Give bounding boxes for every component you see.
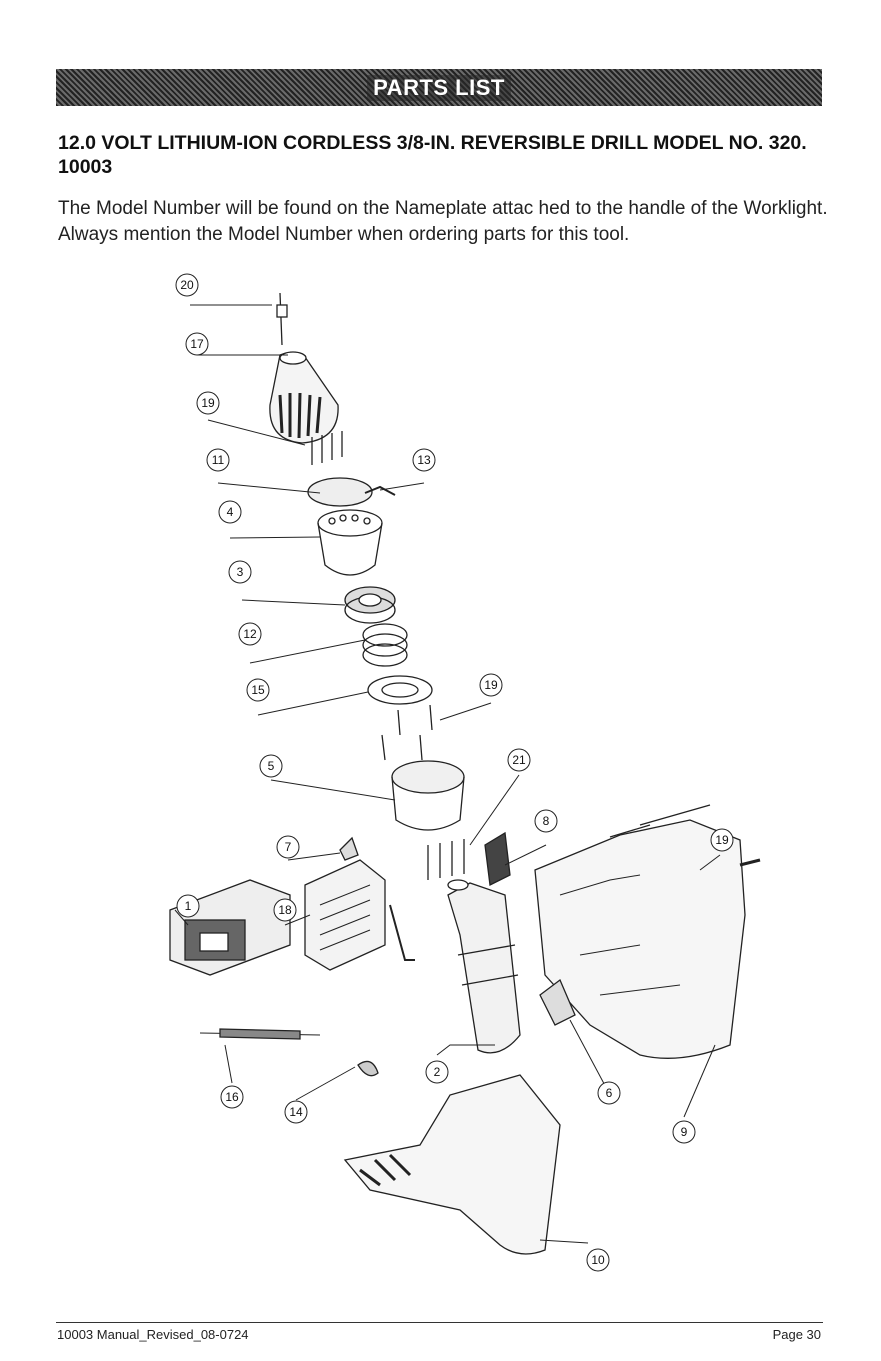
switch-part (484, 831, 511, 886)
callout-1: 1 (176, 894, 200, 918)
svg-text:7: 7 (285, 840, 292, 854)
exploded-parts-diagram: 20 17 19 11 13 4 3 12 15 19 5 21 8 19 7 … (169, 273, 761, 1272)
screws-part (381, 704, 433, 761)
pins-part (427, 839, 465, 880)
intro-text: The Model Number will be found on the Na… (58, 198, 828, 245)
spring-part (362, 623, 408, 667)
svg-text:14: 14 (289, 1105, 303, 1119)
svg-text:11: 11 (212, 453, 225, 467)
callout-7: 7 (276, 835, 300, 859)
trigger-part (539, 978, 576, 1026)
svg-text:20: 20 (180, 278, 194, 292)
callout-21: 21 (507, 748, 531, 772)
clutch-plate-part (307, 477, 373, 507)
spring-clip-part (364, 485, 396, 496)
callout-11: 11 (206, 448, 230, 472)
callout-5: 5 (259, 754, 283, 778)
screws-part (311, 431, 343, 465)
callout-2: 2 (425, 1060, 449, 1084)
washer-part (367, 675, 433, 705)
svg-text:15: 15 (251, 683, 265, 697)
clutch-ring-part (317, 509, 383, 576)
callout-13: 13 (412, 448, 436, 472)
housing-half-part (534, 819, 761, 1059)
callout-6: 6 (597, 1081, 621, 1105)
callout-19: 19 (196, 391, 220, 415)
ring-nut-part (344, 586, 396, 624)
callout-16: 16 (220, 1085, 244, 1109)
svg-text:18: 18 (278, 903, 292, 917)
svg-text:5: 5 (268, 759, 275, 773)
callout-19: 19 (479, 673, 503, 697)
callout-20: 20 (175, 273, 199, 297)
footer-document-id: 10003 Manual_Revised_08-0724 (57, 1327, 249, 1342)
svg-text:13: 13 (417, 453, 431, 467)
page-number: Page 30 (772, 1327, 821, 1342)
svg-text:9: 9 (681, 1125, 688, 1139)
belt-clip-part (357, 1060, 379, 1077)
callout-19: 19 (710, 828, 734, 852)
callout-9: 9 (672, 1120, 696, 1144)
parts-list-banner: PARTS LIST (56, 69, 822, 106)
model-title: 12.0 VOLT LITHIUM-ION CORDLESS 3/8-IN. R… (58, 132, 807, 178)
callout-14: 14 (284, 1100, 308, 1124)
svg-text:16: 16 (225, 1090, 239, 1104)
svg-text:3: 3 (237, 565, 244, 579)
svg-text:4: 4 (227, 505, 234, 519)
svg-text:19: 19 (484, 678, 498, 692)
banner-title: PARTS LIST (367, 74, 511, 101)
svg-text:2: 2 (434, 1065, 441, 1079)
button-part (339, 836, 359, 861)
screw-part (276, 292, 288, 346)
callout-15: 15 (246, 678, 270, 702)
gearbox-housing-part (391, 760, 465, 831)
motor-part (447, 879, 521, 1054)
housing-half-part (343, 1074, 561, 1255)
svg-text:10: 10 (591, 1253, 605, 1267)
footer-divider (56, 1322, 823, 1323)
callout-4: 4 (218, 500, 242, 524)
svg-text:6: 6 (606, 1086, 613, 1100)
callout-18: 18 (273, 898, 297, 922)
battery-part (169, 879, 291, 976)
switch-assembly-part (304, 859, 415, 971)
callout-10: 10 (586, 1248, 610, 1272)
svg-text:8: 8 (543, 814, 550, 828)
bit-part (199, 1028, 321, 1040)
svg-text:21: 21 (512, 753, 526, 767)
svg-text:19: 19 (715, 833, 729, 847)
svg-text:1: 1 (185, 899, 192, 913)
callout-17: 17 (185, 332, 209, 356)
callout-8: 8 (534, 809, 558, 833)
callout-3: 3 (228, 560, 252, 584)
svg-text:17: 17 (190, 337, 204, 351)
chuck-part (269, 351, 339, 444)
svg-text:12: 12 (243, 627, 257, 641)
callout-12: 12 (238, 622, 262, 646)
svg-text:19: 19 (201, 396, 215, 410)
